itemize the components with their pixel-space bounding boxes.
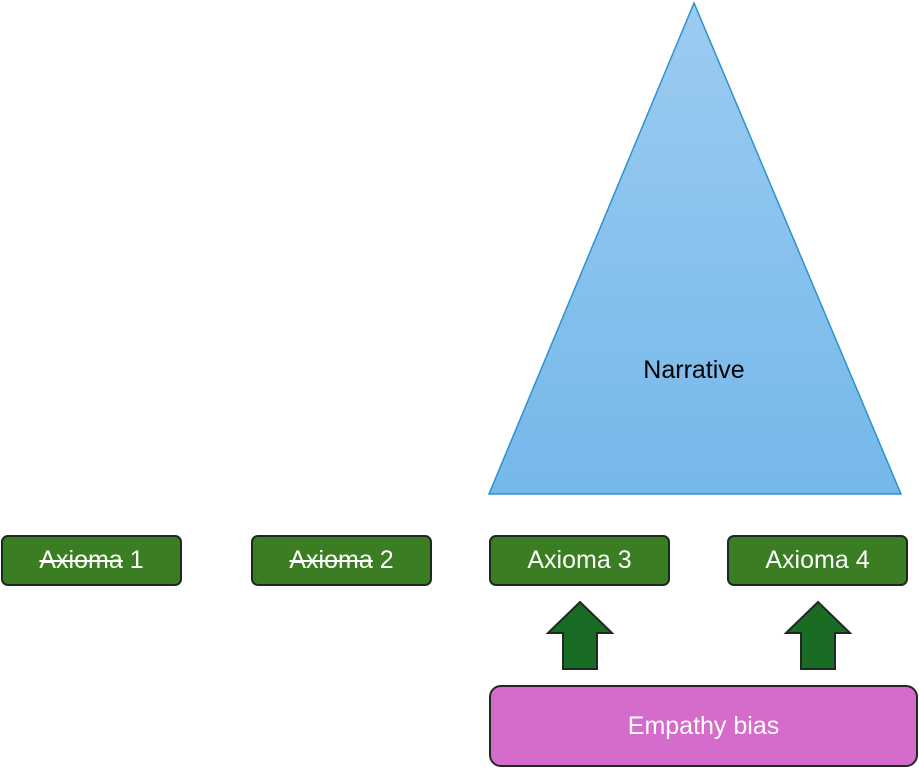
axiom-number: 2 (379, 546, 394, 574)
axiom-box-3: Axioma 3 (489, 535, 670, 586)
narrative-label: Narrative (643, 356, 745, 384)
narrative-triangle (487, 1, 903, 495)
empathy-bias-box: Empathy bias (489, 685, 918, 767)
axiom-word: Axioma (527, 546, 611, 574)
axiom-number: 4 (855, 546, 870, 574)
axiom-word-struck: Axioma (39, 546, 123, 574)
up-arrow-icon (783, 600, 853, 670)
axiom-word-struck: Axioma (289, 546, 373, 574)
axiom-number: 3 (617, 546, 632, 574)
empathy-bias-label: Empathy bias (627, 711, 780, 740)
up-arrow-icon (545, 600, 615, 670)
axiom-box-2: Axioma 2 (251, 535, 432, 586)
axiom-box-1: Axioma 1 (1, 535, 182, 586)
axiom-word: Axioma (765, 546, 849, 574)
axiom-box-4: Axioma 4 (727, 535, 908, 586)
axiom-number: 1 (129, 546, 144, 574)
